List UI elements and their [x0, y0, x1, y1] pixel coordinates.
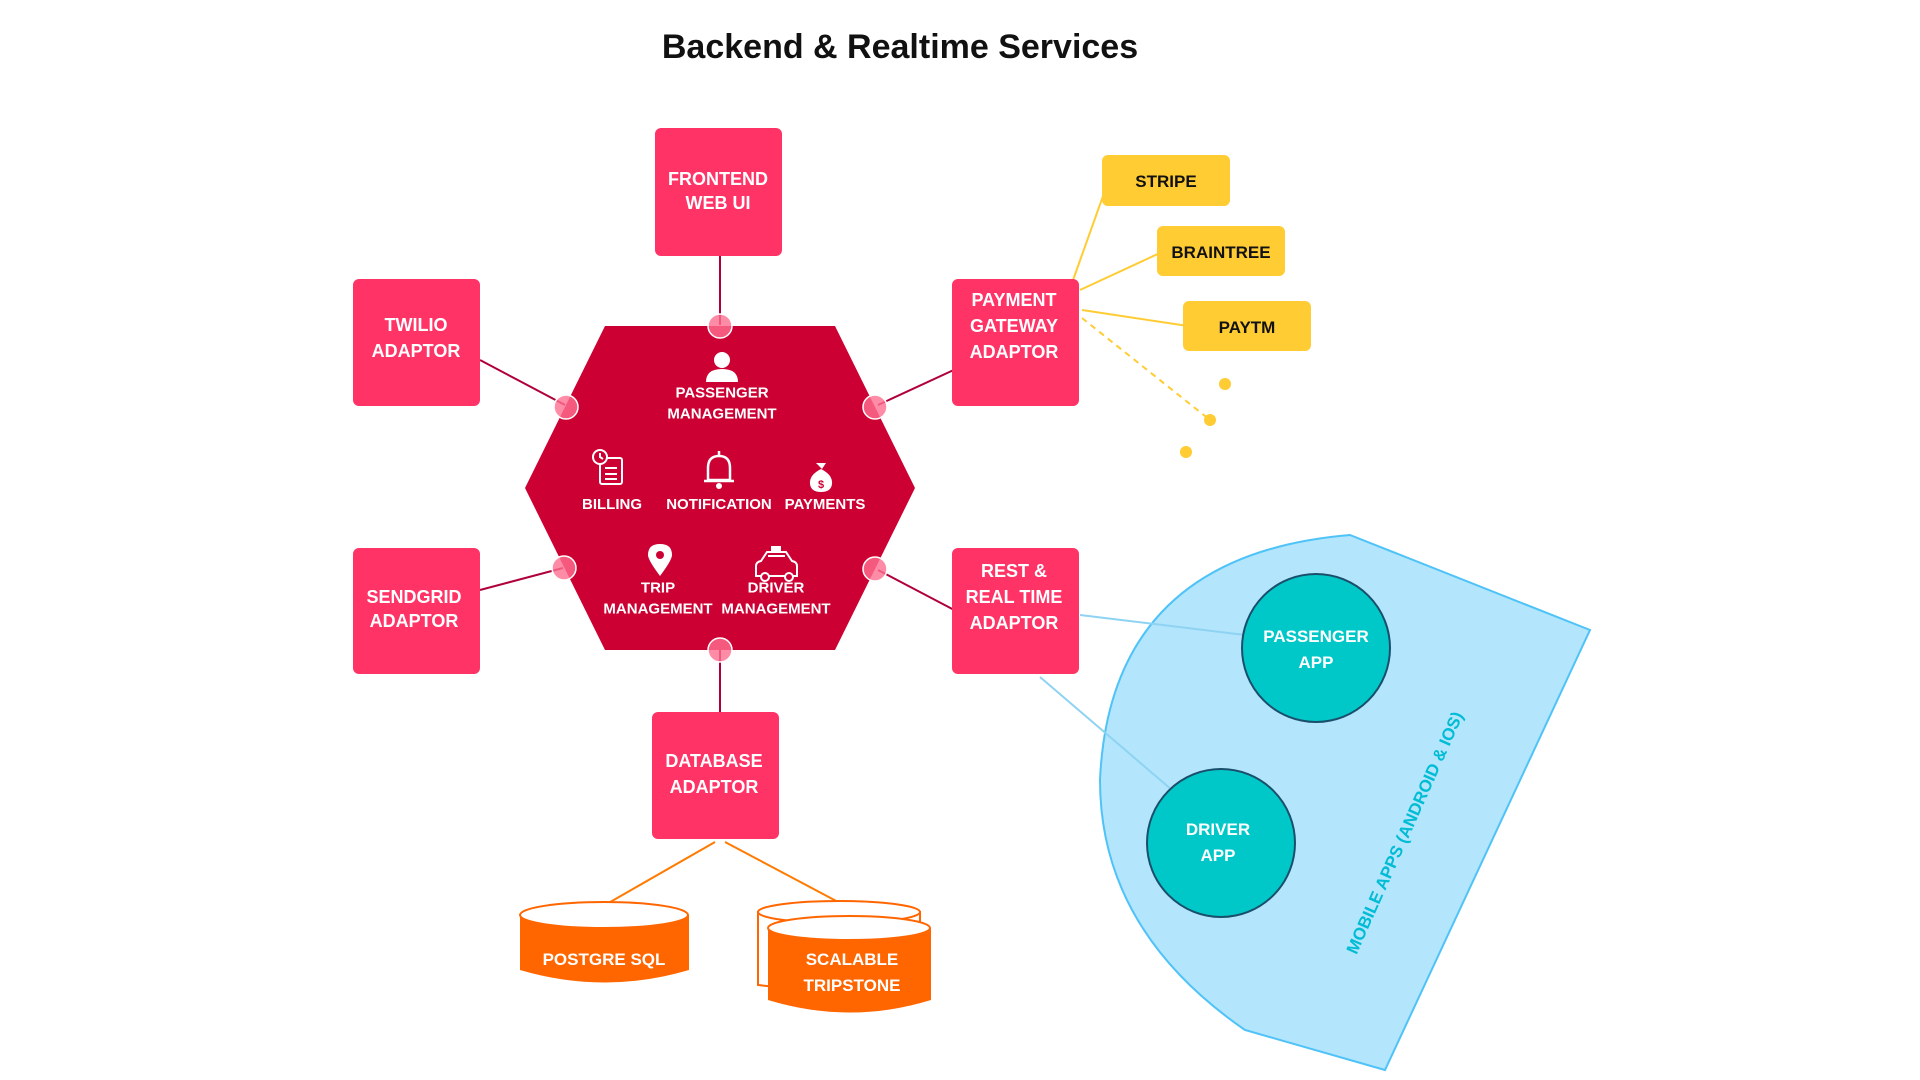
- label-line: DRIVER: [748, 580, 805, 597]
- label-line: POSTGRE SQL: [543, 950, 666, 969]
- adaptor-payment-gateway[interactable]: PAYMENT GATEWAY ADAPTOR: [952, 279, 1079, 406]
- label-line: FRONTEND: [668, 169, 768, 189]
- database-postgre-sql-label: POSTGRE SQL: [543, 950, 666, 969]
- label-line: TRIP: [641, 580, 675, 597]
- label-line: SCALABLE: [806, 950, 899, 969]
- database-connectors: [604, 841, 841, 906]
- module-billing: BILLING: [582, 496, 642, 513]
- label-line: ADAPTOR: [372, 341, 461, 361]
- label-line: MANAGEMENT: [603, 601, 712, 618]
- svg-text:$: $: [818, 479, 824, 491]
- more-providers-dot: [1180, 446, 1192, 458]
- label-line: APP: [1299, 653, 1334, 672]
- label-line: PAYMENTS: [785, 496, 866, 513]
- provider-braintree[interactable]: BRAINTREE: [1157, 226, 1285, 276]
- mobile-apps-region: [1098, 533, 1592, 1072]
- label-line: DATABASE: [665, 751, 762, 771]
- payment-provider-connectors: [1071, 181, 1211, 421]
- label-line: BILLING: [582, 496, 642, 513]
- map-pin-icon: [648, 544, 672, 576]
- module-payments: PAYMENTS: [785, 496, 866, 513]
- invoice-icon: [592, 449, 623, 485]
- adaptor-database[interactable]: DATABASE ADAPTOR: [652, 712, 779, 839]
- diagram-title: Backend & Realtime Services: [661, 28, 1139, 66]
- taxi-icon: [755, 546, 798, 582]
- label-line: TRIPSTONE: [804, 976, 901, 995]
- label-line: NOTIFICATION: [666, 496, 772, 513]
- adaptor-rest-label: REST & REAL TIME ADAPTOR: [966, 561, 1063, 633]
- adaptor-frontend-web-ui[interactable]: FRONTEND WEB UI: [655, 128, 782, 256]
- adaptor-twilio[interactable]: TWILIO ADAPTOR: [353, 279, 480, 406]
- label-line: TWILIO: [385, 315, 448, 335]
- more-providers-dot: [1204, 414, 1216, 426]
- module-notification: NOTIFICATION: [666, 496, 772, 513]
- passenger-app-label: PASSENGER APP: [1263, 627, 1369, 672]
- provider-stripe-label: STRIPE: [1135, 172, 1196, 191]
- provider-braintree-label: BRAINTREE: [1171, 243, 1270, 262]
- label-line: ADAPTOR: [670, 777, 759, 797]
- driver-app[interactable]: DRIVER APP: [1146, 768, 1296, 918]
- money-bag-icon: $: [809, 463, 833, 492]
- adaptor-frontend-label: FRONTEND WEB UI: [668, 169, 768, 213]
- label-line: PASSENGER: [1263, 627, 1369, 646]
- driver-app-label: DRIVER APP: [1186, 820, 1250, 865]
- label-line: MANAGEMENT: [721, 601, 830, 618]
- more-providers-dot: [1219, 378, 1231, 390]
- database-scalable-tripstone[interactable]: SCALABLE TRIPSTONE: [757, 900, 931, 1013]
- provider-paytm[interactable]: PAYTM: [1183, 301, 1311, 351]
- provider-paytm-label: PAYTM: [1219, 318, 1276, 337]
- label-line: PAYMENT: [971, 290, 1056, 310]
- mobile-connectors: [1039, 614, 1246, 791]
- label-line: APP: [1201, 846, 1236, 865]
- label-line: REST &: [981, 561, 1047, 581]
- adaptor-twilio-label: TWILIO ADAPTOR: [372, 315, 461, 361]
- database-scalable-tripstone-label: SCALABLE TRIPSTONE: [804, 950, 901, 995]
- provider-stripe[interactable]: STRIPE: [1102, 155, 1230, 206]
- module-trip-management: TRIP MANAGEMENT: [603, 580, 712, 618]
- label-line: GATEWAY: [970, 316, 1058, 336]
- hexagon-ports: [551, 313, 888, 663]
- label-line: ADAPTOR: [970, 342, 1059, 362]
- bell-icon: [704, 451, 734, 489]
- label-line: MANAGEMENT: [667, 406, 776, 423]
- adaptor-database-label: DATABASE ADAPTOR: [665, 751, 762, 797]
- label-line: SENDGRID: [366, 587, 461, 607]
- adaptor-sendgrid-label: SENDGRID ADAPTOR: [366, 587, 461, 631]
- module-driver-management: DRIVER MANAGEMENT: [721, 580, 830, 618]
- label-line: ADAPTOR: [370, 611, 459, 631]
- database-postgre-sql[interactable]: POSTGRE SQL: [519, 901, 689, 983]
- module-passenger-management: PASSENGER MANAGEMENT: [667, 385, 776, 423]
- adaptor-payment-label: PAYMENT GATEWAY ADAPTOR: [970, 290, 1059, 362]
- label-line: PASSENGER: [675, 385, 768, 402]
- label-line: WEB UI: [686, 193, 751, 213]
- label-line: DRIVER: [1186, 820, 1250, 839]
- user-icon: [706, 352, 738, 382]
- passenger-app[interactable]: PASSENGER APP: [1241, 573, 1391, 723]
- adaptor-sendgrid[interactable]: SENDGRID ADAPTOR: [353, 548, 480, 674]
- label-line: ADAPTOR: [970, 613, 1059, 633]
- adaptor-rest-realtime[interactable]: REST & REAL TIME ADAPTOR: [952, 548, 1079, 674]
- label-line: REAL TIME: [966, 587, 1063, 607]
